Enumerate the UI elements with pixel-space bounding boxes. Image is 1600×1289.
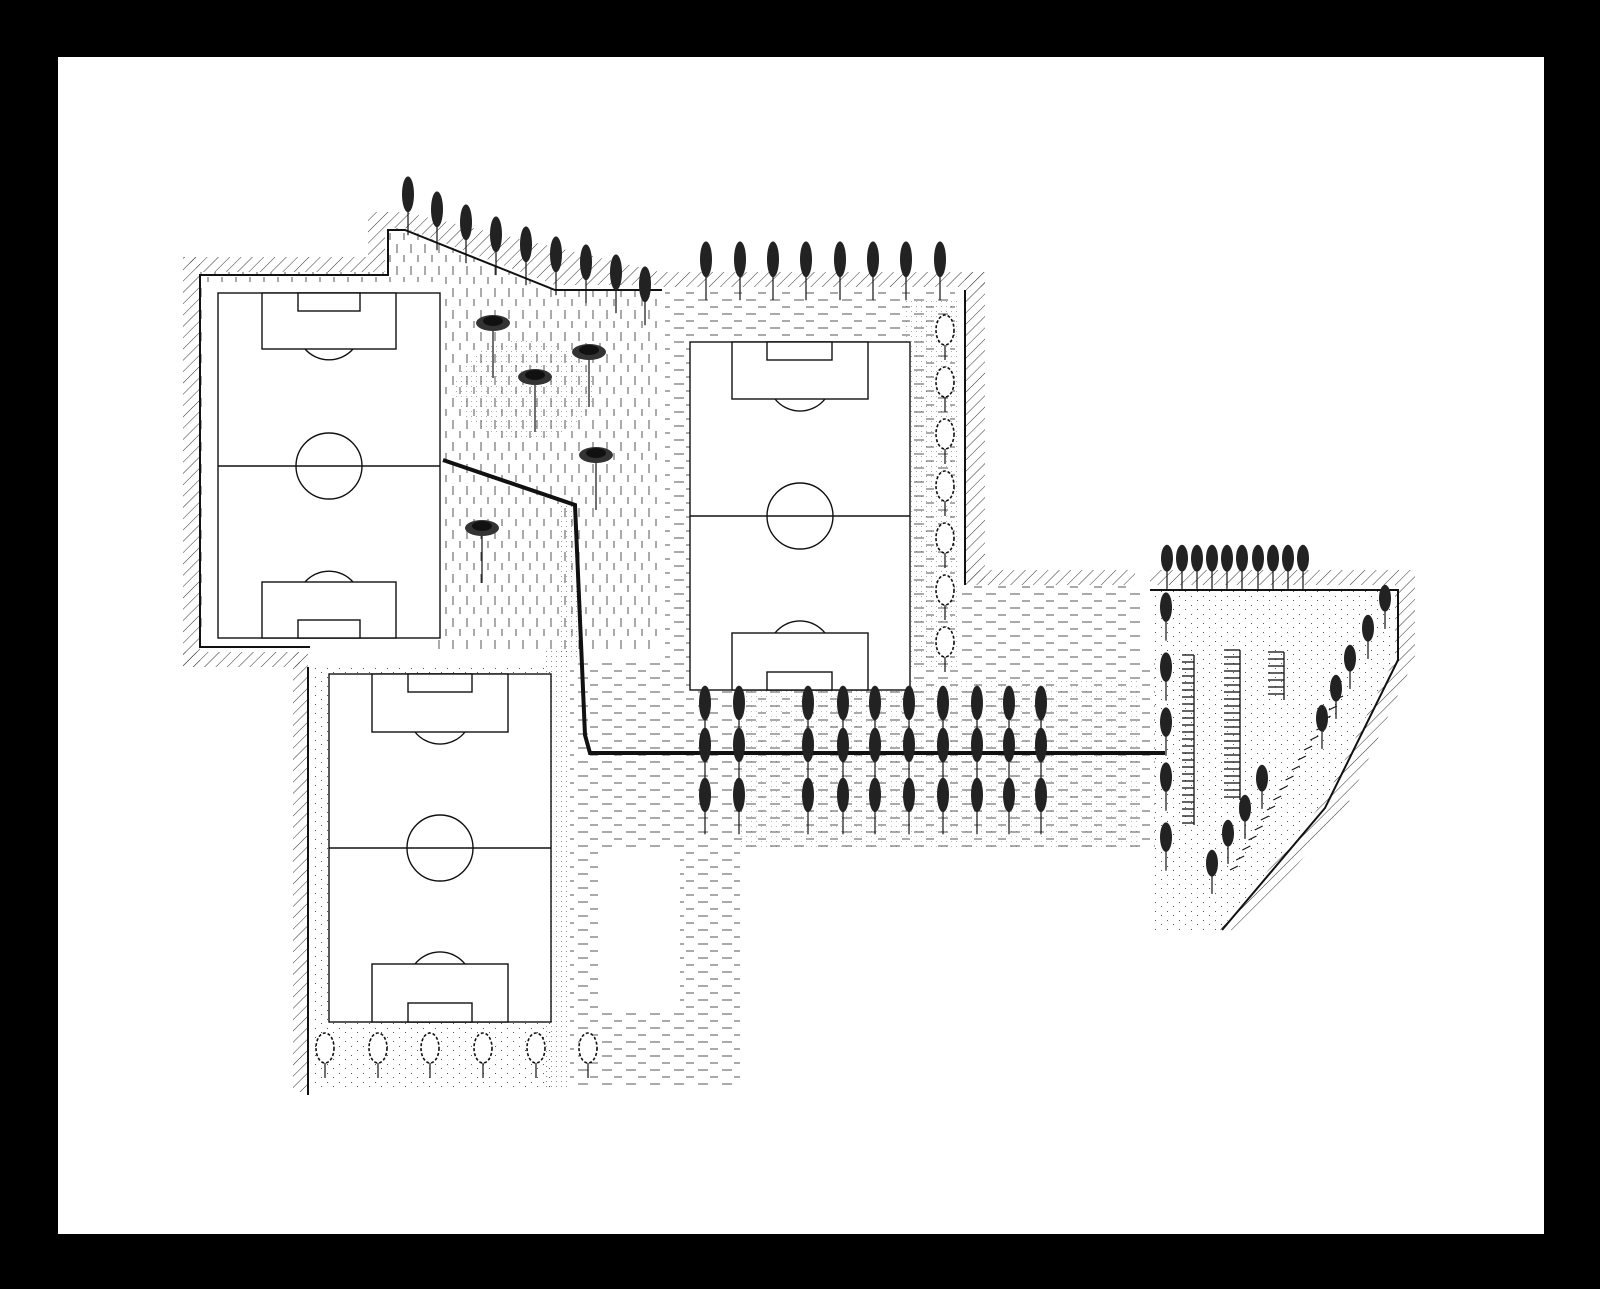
shrub-icon [473, 1032, 493, 1078]
poplar-tree-icon [639, 266, 651, 326]
poplar-tree-icon [837, 777, 849, 835]
trees [315, 176, 1391, 1078]
poplar-tree-icon [1221, 544, 1233, 589]
football-pitch-north-east [689, 341, 911, 691]
poplar-tree-icon [1252, 544, 1264, 589]
poplar-tree-icon [1206, 544, 1218, 589]
shrub-icon [578, 1032, 598, 1078]
poplar-tree-icon [1003, 777, 1015, 835]
dotted-strip-west [435, 455, 585, 660]
site-boundary-lines [199, 229, 1399, 1095]
shrub-icon [935, 470, 955, 516]
poplar-tree-icon [490, 216, 502, 276]
parking-stall-icon [1224, 649, 1241, 800]
parking-stall-icon [1268, 651, 1285, 700]
shrub-icon [935, 574, 955, 620]
shrub-icon [315, 1032, 335, 1078]
poplar-tree-icon [1222, 819, 1234, 864]
poplar-tree-icon [1176, 544, 1188, 589]
poplar-tree-icon [700, 241, 712, 301]
poplar-tree-icon [1160, 652, 1172, 701]
poplar-tree-icon [733, 777, 745, 835]
football-pitch-north-west [217, 292, 441, 639]
umbrella-pine-icon [518, 369, 552, 432]
poplar-tree-icon [734, 241, 746, 301]
poplar-tree-icon [1160, 762, 1172, 811]
poplar-tree-icon [1161, 544, 1173, 589]
poplar-tree-icon [1316, 704, 1328, 749]
shrub-icon [935, 418, 955, 464]
poplar-tree-icon [1256, 764, 1268, 809]
umbrella-pine-icon [572, 344, 606, 407]
poplar-tree-icon [1160, 707, 1172, 756]
main-path [442, 458, 1165, 755]
poplar-tree-icon [1267, 544, 1279, 589]
poplar-tree-icon [900, 241, 912, 301]
poplar-tree-icon [1330, 674, 1342, 719]
football-pitches [217, 292, 911, 1023]
poplar-tree-icon [1191, 544, 1203, 589]
shrub-icon [935, 626, 955, 672]
poplar-tree-icon [580, 244, 592, 304]
poplar-tree-icon [550, 236, 562, 296]
embankment-hatching [183, 212, 1415, 1092]
poplar-tree-icon [1379, 584, 1391, 629]
poplar-tree-icon [699, 777, 711, 835]
poplar-tree-icon [1239, 794, 1251, 839]
poplar-tree-icon [1282, 544, 1294, 589]
poplar-tree-icon [610, 254, 622, 314]
poplar-tree-icon [934, 241, 946, 301]
poplar-tree-icon [800, 241, 812, 301]
poplar-tree-icon [1160, 592, 1172, 641]
umbrella-pine-icon [465, 520, 499, 583]
poplar-tree-icon [1206, 849, 1218, 894]
poplar-tree-icon [1297, 544, 1309, 589]
shrub-icon [368, 1032, 388, 1078]
dotted-clearing [455, 340, 595, 440]
poplar-tree-icon [1160, 822, 1172, 871]
poplar-tree-icon [460, 204, 472, 264]
poplar-tree-icon [867, 241, 879, 301]
dashed-east-terrace [960, 585, 1140, 685]
shrub-icon [935, 522, 955, 568]
poplar-tree-icon [1362, 614, 1374, 659]
shrub-icon [935, 314, 955, 360]
poplar-tree-icon [767, 241, 779, 301]
poplar-tree-icon [903, 777, 915, 835]
poplar-tree-icon [971, 777, 983, 835]
poplar-tree-icon [802, 777, 814, 835]
poplar-tree-icon [834, 241, 846, 301]
poplar-tree-icon [1035, 777, 1047, 835]
poplar-tree-icon [869, 777, 881, 835]
poplar-tree-icon [431, 191, 443, 251]
football-pitch-south [328, 673, 552, 1023]
poplar-tree-icon [937, 777, 949, 835]
parking-surface [1150, 590, 1395, 930]
poplar-tree-icon [520, 226, 532, 286]
parking-stalls [1182, 649, 1344, 871]
shrub-icon [935, 366, 955, 412]
poplar-tree-icon [402, 176, 414, 236]
poplar-tree-icon [1344, 644, 1356, 689]
shrub-icon [526, 1032, 546, 1078]
umbrella-pine-icon [579, 447, 613, 510]
shrub-icon [420, 1032, 440, 1078]
umbrella-pine-icon [476, 315, 510, 378]
poplar-tree-icon [1236, 544, 1248, 589]
parking-stall-icon [1182, 654, 1195, 825]
